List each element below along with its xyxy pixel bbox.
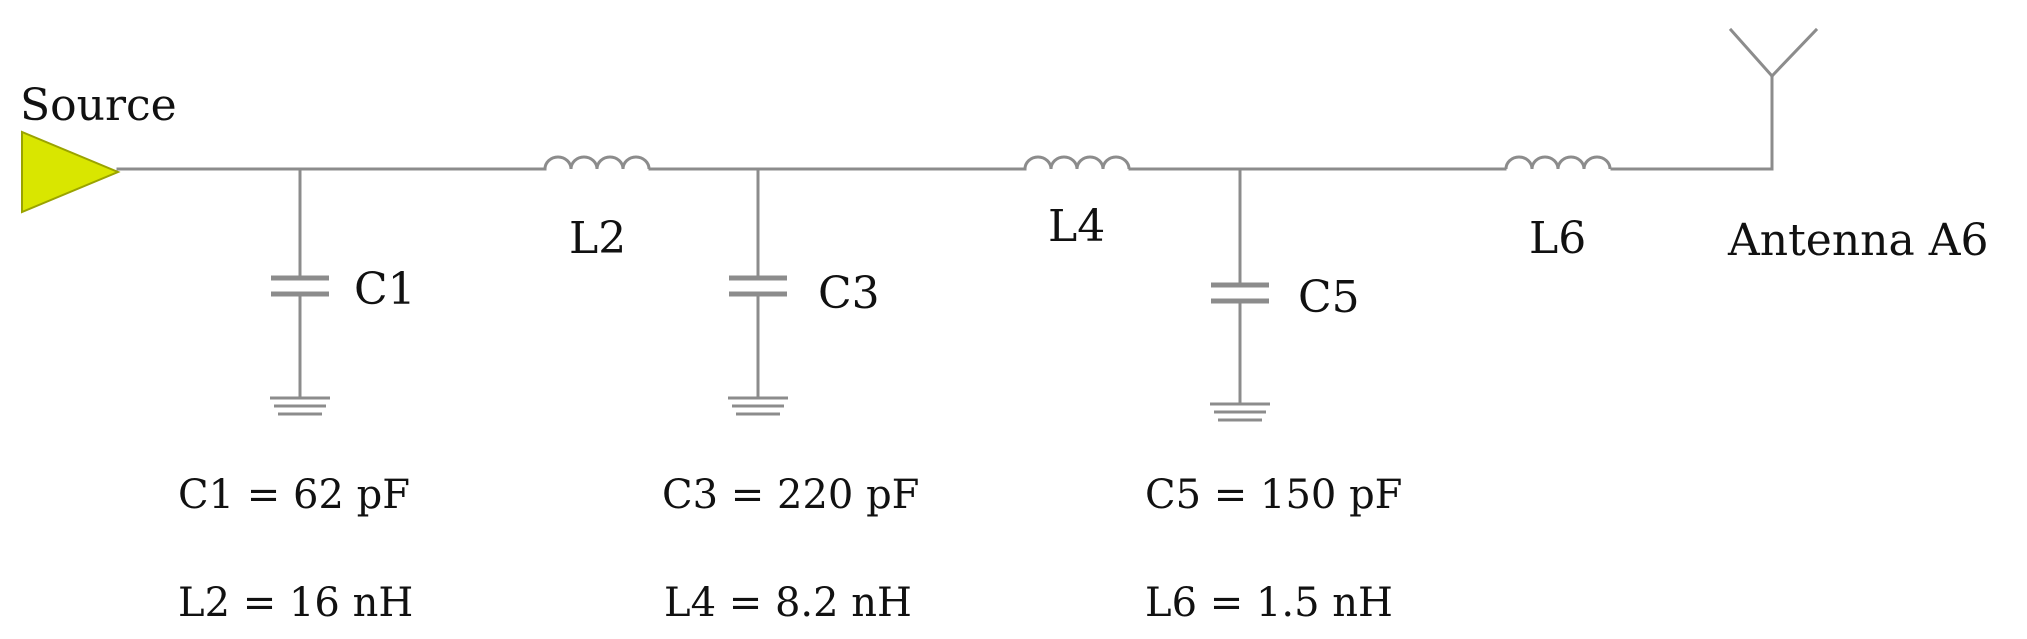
inductor-l6-label: L6 <box>1529 213 1586 264</box>
ground-symbol-c1 <box>270 396 330 416</box>
capacitor-c3 <box>729 167 787 400</box>
value-l2: L2 = 16 nH <box>178 580 413 626</box>
ground-symbol-c5 <box>1210 402 1270 422</box>
capacitor-c5 <box>1211 167 1269 406</box>
antenna-label: Antenna A6 <box>1727 215 1989 266</box>
inductor-l4-label: L4 <box>1048 201 1105 252</box>
capacitor-c3-label: C3 <box>818 268 880 319</box>
value-l6: L6 = 1.5 nH <box>1145 580 1393 626</box>
value-c3: C3 = 220 pF <box>662 472 919 518</box>
antenna-icon <box>1728 27 1819 171</box>
source-symbol <box>21 130 121 214</box>
capacitor-c1-label: C1 <box>354 264 416 315</box>
inductor-l4 <box>1023 155 1131 170</box>
value-c5: C5 = 150 pF <box>1145 472 1402 518</box>
inductor-l6 <box>1504 155 1612 170</box>
ground-symbol-c3 <box>728 396 788 416</box>
inductor-l2 <box>543 155 651 170</box>
capacitor-c1 <box>271 167 329 400</box>
capacitor-c5-label: C5 <box>1298 272 1360 323</box>
source-label: Source <box>20 80 177 131</box>
value-c1: C1 = 62 pF <box>178 472 410 518</box>
value-l4: L4 = 8.2 nH <box>664 580 912 626</box>
inductor-l2-label: L2 <box>569 213 626 264</box>
